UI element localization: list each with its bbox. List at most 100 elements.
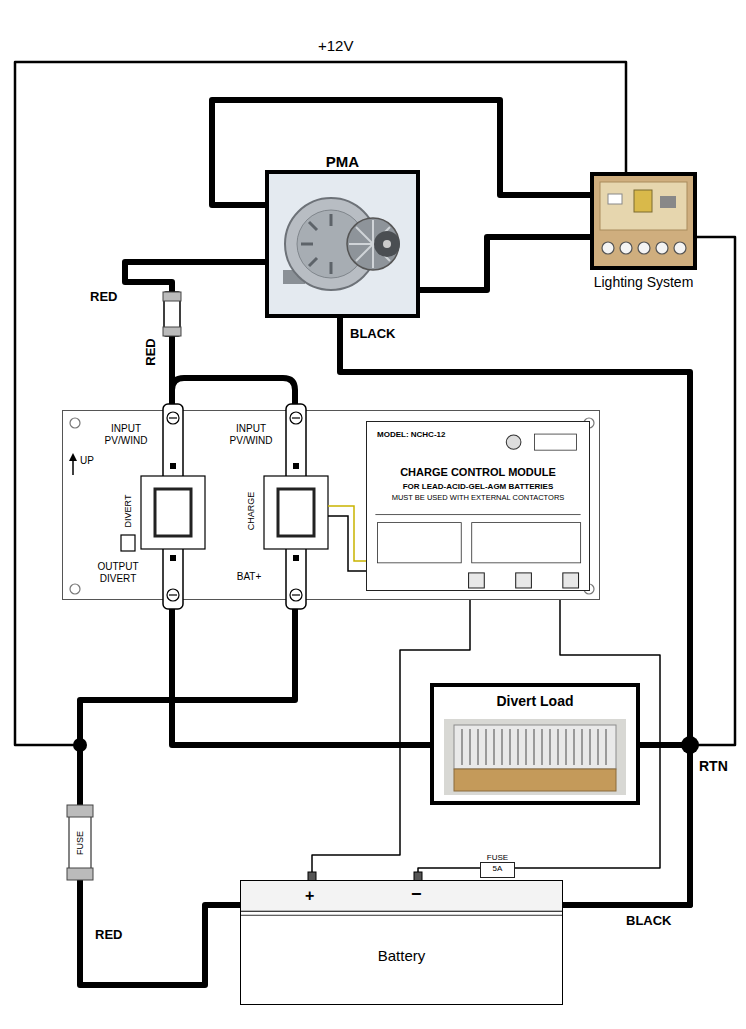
wire — [418, 868, 480, 880]
component-title: Battery — [241, 947, 562, 964]
module-note: MUST BE USED WITH EXTERNAL CONTACTORS — [367, 494, 589, 503]
controller-board-picture — [293, 463, 299, 469]
fuse-picture — [67, 805, 93, 817]
terminal-label: INPUT PV/WIND — [96, 423, 156, 446]
component-title: Lighting System — [594, 274, 694, 290]
fuse-picture — [69, 815, 91, 870]
controller-board-picture — [169, 594, 177, 595]
charge-control-module-picture — [506, 435, 521, 449]
wire-color-label: RED — [144, 338, 159, 365]
divert-load-box-picture — [461, 729, 463, 765]
lighting-box-picture — [594, 176, 693, 266]
alternator-box-picture — [347, 218, 399, 270]
small-fuse: FUSE5A — [480, 862, 515, 878]
divert-load-box-picture — [444, 719, 626, 795]
divert-load-box: Divert Load — [430, 683, 640, 805]
alternator-box-picture — [374, 231, 400, 257]
lighting-box: Lighting System — [590, 172, 697, 270]
fuse-label: FUSE — [487, 853, 508, 862]
lighting-box-picture — [602, 242, 614, 254]
charge-control-module-picture — [377, 523, 461, 563]
divert-load-box-picture — [485, 729, 487, 765]
controller-board-picture — [167, 412, 179, 424]
lighting-box-picture — [608, 194, 622, 204]
input-jumper-wire — [172, 378, 295, 405]
relay-label: CHARGE — [246, 492, 256, 531]
divert-load-box-picture — [565, 729, 567, 765]
divert-load-box-picture — [444, 719, 626, 795]
controller-board-picture — [292, 417, 300, 418]
battery-picture — [241, 881, 562, 1004]
wire — [80, 880, 240, 985]
controller-board-picture — [290, 412, 302, 424]
charge-control-module: MODEL: NCHC-12CHARGE CONTROL MODULEFOR L… — [366, 421, 590, 591]
controller-board-picture — [69, 453, 77, 461]
charge-control-module-picture — [472, 523, 581, 563]
wire-color-label: RED — [90, 290, 117, 305]
lighting-box-picture — [620, 242, 632, 254]
divert-load-box-picture — [469, 729, 471, 765]
model-number: MODEL: NCHC-12 — [377, 430, 445, 439]
divert-load-box-picture — [517, 729, 519, 765]
wire — [172, 600, 430, 745]
controller-board-picture — [292, 594, 300, 595]
alternator-box-picture — [330, 262, 333, 274]
battery-picture — [241, 881, 562, 911]
lighting-box-picture — [660, 196, 676, 208]
divert-load-box-picture — [557, 729, 559, 765]
fuse-symbol — [163, 327, 181, 336]
divert-load-box-picture — [589, 729, 591, 765]
controller-board-picture — [70, 418, 80, 428]
charge-control-module-picture — [516, 573, 532, 588]
alternator-box-picture — [330, 214, 333, 226]
fuse-symbol — [164, 292, 180, 336]
wire — [340, 318, 690, 905]
divert-load-box-picture — [493, 729, 495, 765]
charge-control-module-picture — [375, 514, 580, 515]
alternator-box-picture — [269, 174, 416, 314]
terminal-label: BAT+ — [221, 571, 277, 583]
controller-board-picture — [290, 589, 302, 601]
wire-color-label: BLACK — [626, 914, 672, 929]
lighting-box-picture — [602, 242, 686, 254]
voltage-label: +12V — [318, 37, 353, 54]
divert-load-box-picture — [509, 729, 511, 765]
wire-color-label: BLACK — [350, 327, 396, 342]
divert-load-box-picture — [501, 729, 503, 765]
controller-board-picture — [70, 418, 594, 594]
battery-picture — [241, 911, 562, 912]
divert-load-box-picture — [525, 729, 527, 765]
charge-control-module-picture — [535, 434, 577, 450]
wire-color-label: RED — [95, 928, 122, 943]
alternator-box-picture — [269, 174, 416, 314]
wire — [420, 237, 590, 290]
lighting-box-picture — [594, 176, 693, 266]
controller-board-picture — [155, 489, 191, 536]
controller-board-picture — [278, 489, 314, 536]
alternator-box-picture — [349, 220, 397, 268]
divert-load-box-picture — [477, 729, 479, 765]
fuse-label: FUSE — [75, 830, 85, 854]
alternator-box-picture — [309, 222, 317, 230]
divert-load-box-picture — [597, 729, 599, 765]
module-note: FOR LEAD-ACID-GEL-AGM BATTERIES — [367, 482, 589, 491]
controller-board-picture — [328, 506, 366, 561]
battery: Battery+− — [240, 880, 563, 1005]
alternator-box-picture — [309, 258, 317, 266]
component-title: Divert Load — [434, 693, 636, 709]
terminal-label: INPUT PV/WIND — [221, 423, 281, 446]
controller-board-picture — [170, 555, 176, 561]
junction-dot — [73, 738, 87, 752]
alternator-box: PMA — [265, 170, 420, 318]
controller-board-picture — [72, 459, 74, 475]
fuse: FUSE — [66, 805, 94, 880]
controller-board-picture — [121, 535, 135, 551]
battery-picture — [241, 915, 562, 916]
divert-load-box-picture — [573, 729, 575, 765]
divert-load-box-picture — [605, 729, 607, 765]
controller-board-picture — [167, 589, 179, 601]
alternator-box-picture — [301, 214, 331, 274]
charge-control-module-picture — [469, 573, 579, 588]
fuse-picture — [67, 868, 93, 880]
